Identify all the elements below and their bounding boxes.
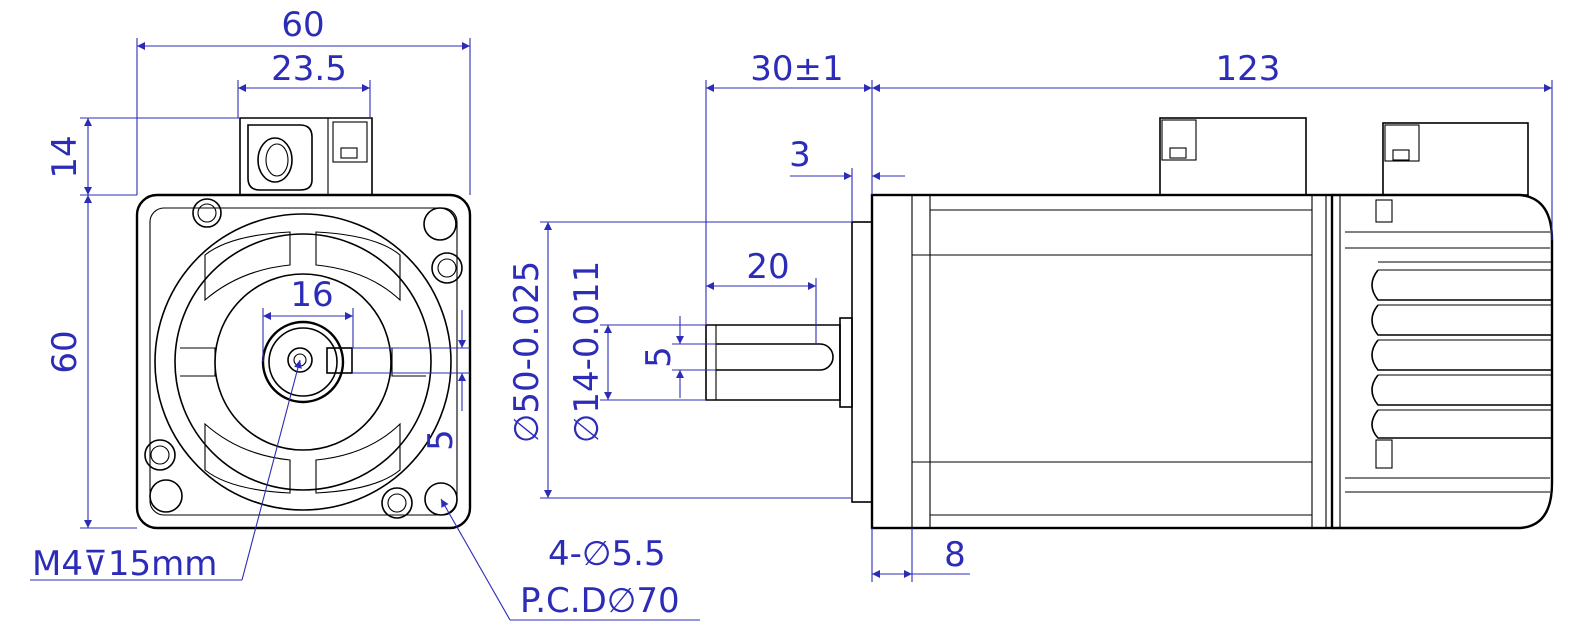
side-connector-1 <box>1159 117 1307 196</box>
holes-callout: 4-∅5.5 <box>548 534 666 574</box>
shaft-tolerance-dim: ∅14-0.011 <box>567 261 607 443</box>
side-shaft <box>705 317 853 408</box>
shaft-length-dim: 30±1 <box>750 49 843 89</box>
front-width-dim: 60 <box>281 5 324 45</box>
side-key-width-dim: 5 <box>639 346 679 368</box>
pcd-callout: P.C.D∅70 <box>520 581 680 621</box>
connector-height-dim: 14 <box>45 135 85 178</box>
front-view: 60 23.5 14 60 16 5 M4⊽15mm 4-∅5.5 P. <box>30 5 700 621</box>
key-width-dim: 5 <box>421 429 461 451</box>
key-length-dim: 20 <box>746 247 789 287</box>
mounting-holes <box>144 198 463 519</box>
flange-step-dim: 3 <box>789 135 811 175</box>
front-connector <box>239 117 373 195</box>
flange-thickness-dim: 8 <box>944 535 966 575</box>
side-body <box>870 193 1334 530</box>
front-flange <box>135 193 472 530</box>
connector-offset-dim: 23.5 <box>271 49 347 89</box>
center-hole-callout: M4⊽15mm <box>32 544 217 584</box>
body-length-dim: 123 <box>1216 49 1281 89</box>
pilot-diameter-dim: ∅50-0.025 <box>507 261 547 443</box>
side-view: 30±1 123 3 20 5 ∅14-0.011 ∅50-0.025 <box>507 49 1554 582</box>
side-connector-2 <box>1382 122 1529 196</box>
encoder-cap <box>1332 193 1554 530</box>
shaft-diameter-dim: 16 <box>290 275 333 315</box>
front-height-dim: 60 <box>45 330 85 373</box>
